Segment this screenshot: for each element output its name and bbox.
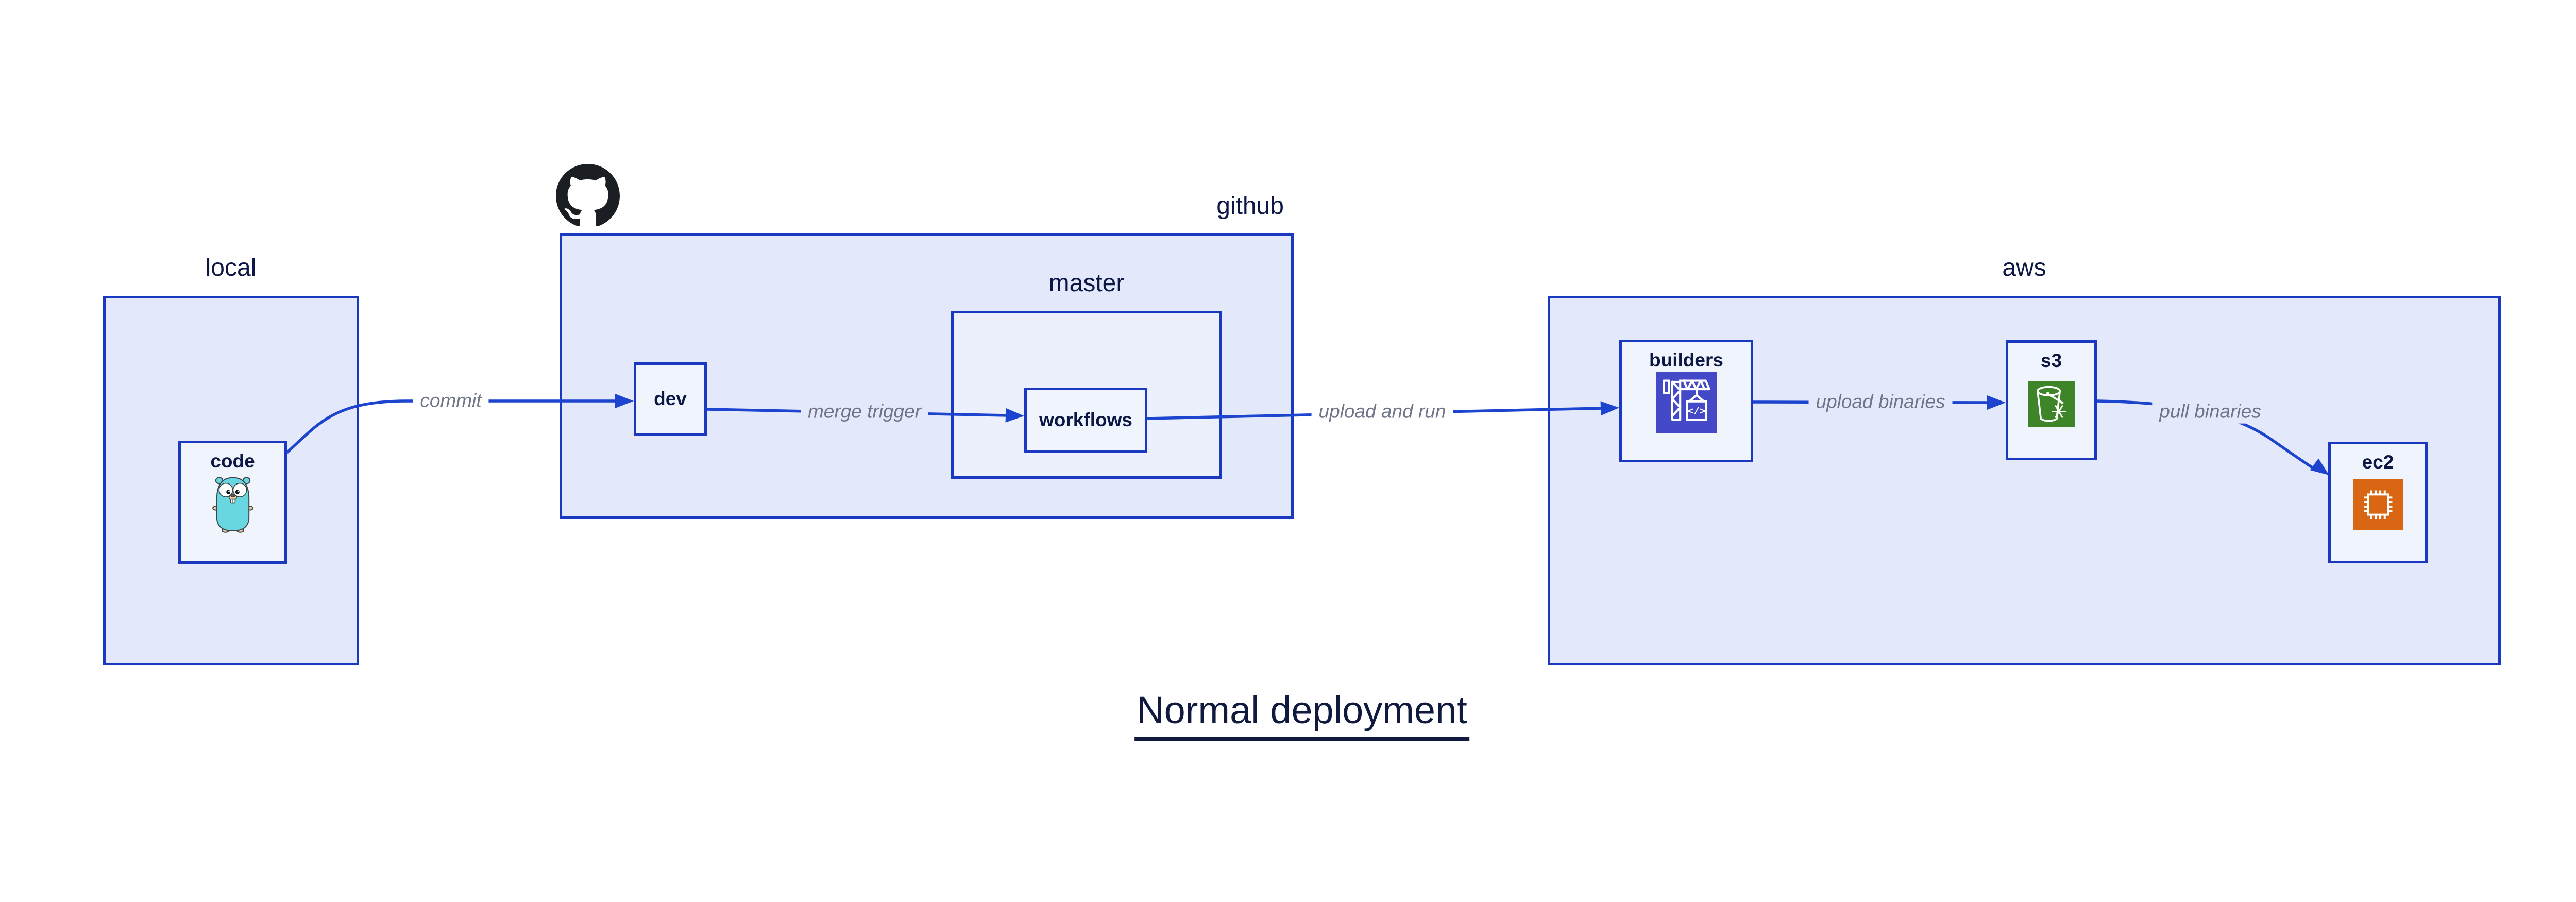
github-logo-icon (556, 164, 620, 228)
node-builders: builders </> (1619, 340, 1753, 462)
node-s3: s3 (2006, 340, 2097, 460)
container-local-label: local (205, 254, 257, 281)
node-builders-label: builders (1649, 349, 1723, 371)
edge-label-upload-and-run: upload and run (1311, 400, 1453, 424)
node-s3-label: s3 (2040, 350, 2062, 371)
edge-label-commit: commit (413, 389, 489, 413)
crane-container-code-text: </> (1688, 406, 1705, 417)
node-workflows: workflows (1024, 388, 1147, 453)
node-code-label: code (210, 450, 255, 472)
edge-label-upload-binaries: upload binaries (1808, 390, 1953, 414)
node-dev-label: dev (654, 388, 687, 409)
node-ec2: ec2 (2328, 442, 2428, 563)
container-github-label: github (1216, 192, 1284, 220)
node-ec2-label: ec2 (2362, 452, 2394, 473)
diagram-title: Normal deployment (1134, 688, 1469, 741)
container-aws-label: aws (2002, 254, 2046, 281)
node-code: code (178, 441, 287, 564)
node-workflows-label: workflows (1039, 409, 1132, 430)
crane-icon: </> (1656, 372, 1717, 433)
go-gopher-icon (212, 474, 253, 534)
cpu-chip-icon (2352, 479, 2403, 530)
node-dev: dev (634, 362, 707, 436)
bucket-snowflake-icon (2028, 381, 2075, 427)
edge-label-merge-trigger: merge trigger (800, 400, 929, 424)
edge-label-pull-binaries: pull binaries (2152, 400, 2268, 424)
container-master-label: master (1048, 270, 1125, 297)
